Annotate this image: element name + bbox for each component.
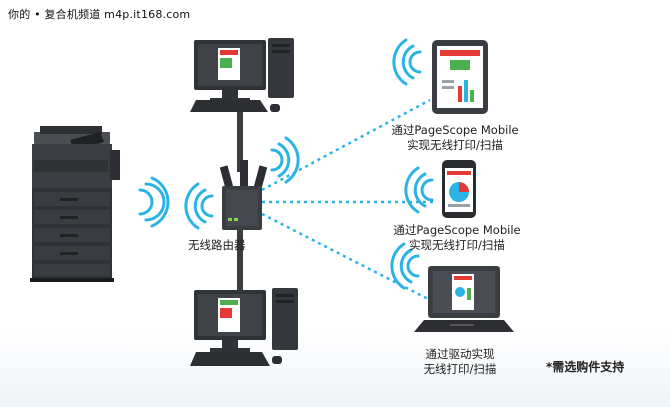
- tablet-caption: 通过PageScope Mobile 实现无线打印/扫描: [380, 123, 530, 153]
- wifi-router-right-icon: [270, 136, 300, 184]
- floor-shadow: [0, 330, 670, 407]
- link-top-pc: [237, 112, 243, 172]
- link-bottom-pc: [237, 226, 243, 294]
- laptop-icon: [414, 266, 514, 332]
- laptop-caption-line2: 无线打印/扫描: [423, 362, 497, 376]
- tablet-caption-line1: 通过PageScope Mobile: [391, 123, 519, 137]
- mfp-printer-icon: [30, 126, 120, 282]
- wifi-tablet-icon: [392, 38, 422, 86]
- wifi-signal-icon: [138, 176, 170, 228]
- smartphone-icon: [442, 160, 476, 218]
- footnote: *需选购件支持: [546, 360, 625, 374]
- desktop-pc-top-icon: [190, 38, 294, 112]
- wifi-router-left-icon: [184, 182, 214, 230]
- phone-caption-line2: 实现无线打印/扫描: [409, 238, 505, 252]
- tablet-caption-line2: 实现无线打印/扫描: [407, 138, 503, 152]
- router-label: 无线路由器: [188, 238, 246, 252]
- wifi-laptop-icon: [390, 242, 420, 290]
- wifi-phone-icon: [404, 166, 434, 214]
- watermark-text: 你的 • 复合机频道 m4p.it168.com: [8, 8, 191, 21]
- desktop-pc-bottom-icon: [190, 288, 298, 366]
- phone-caption: 通过PageScope Mobile 实现无线打印/扫描: [382, 223, 532, 253]
- laptop-caption-line1: 通过驱动实现: [425, 347, 495, 361]
- tablet-icon: [432, 40, 488, 114]
- phone-caption-line1: 通过PageScope Mobile: [393, 223, 521, 237]
- laptop-caption: 通过驱动实现 无线打印/扫描: [400, 347, 520, 377]
- router-icon: [219, 160, 268, 230]
- wireless-links: [261, 98, 436, 302]
